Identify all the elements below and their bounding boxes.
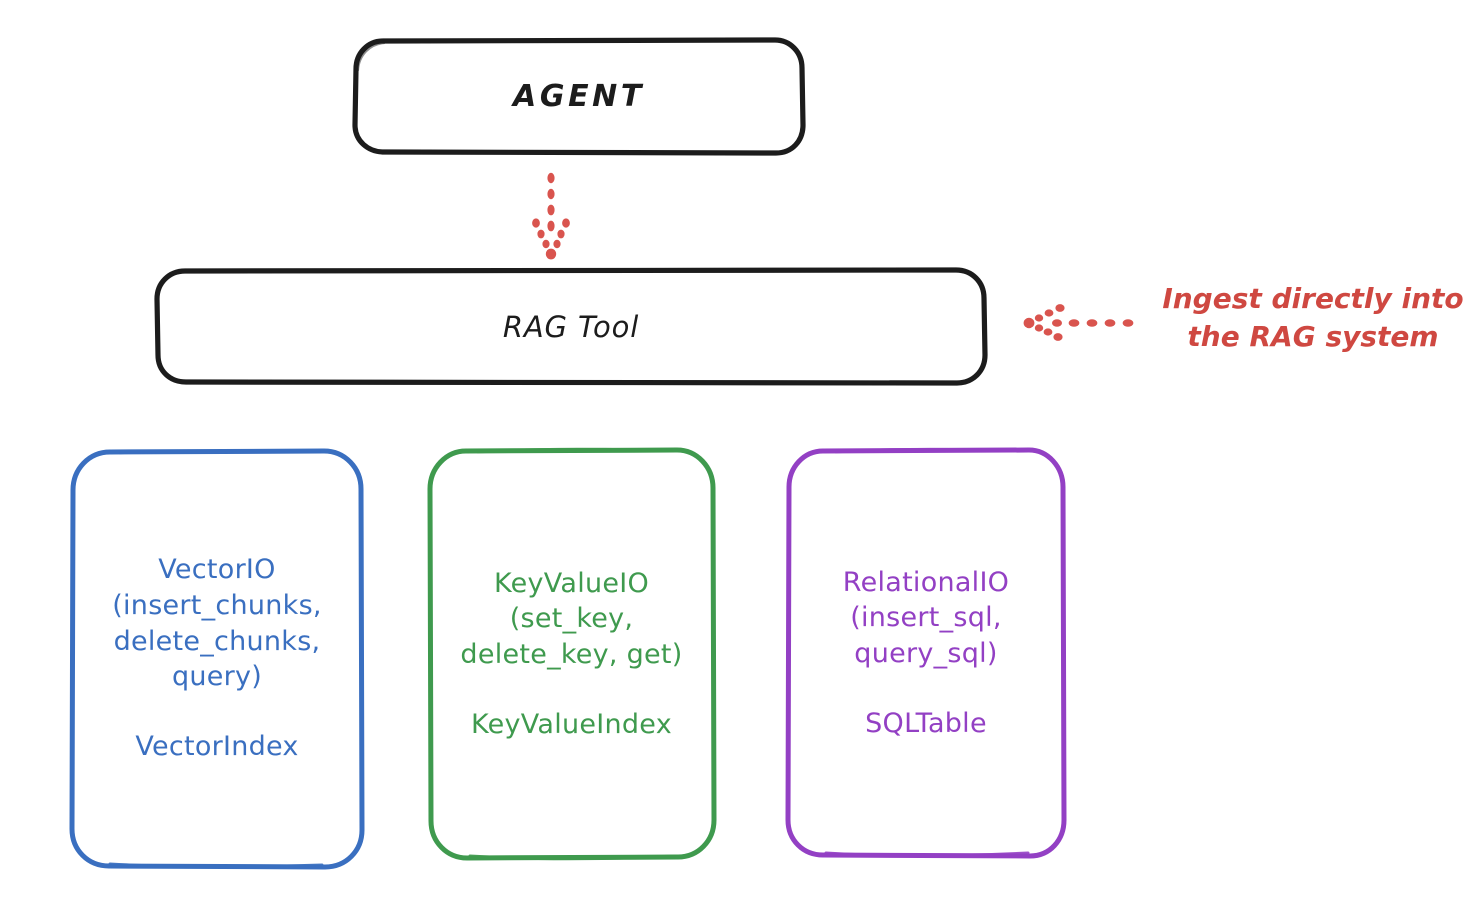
node-key-value-io-api: KeyValueIO (set_key, delete_key, get): [460, 567, 683, 670]
key-value-io-box-outline: [427, 447, 717, 861]
annotation-ingest-directly: Ingest directly into the RAG system: [1162, 282, 1464, 353]
node-relational-io-entity: SQLTable: [865, 707, 987, 739]
node-vector-io[interactable]: VectorIO (insert_chunks, delete_chunks, …: [72, 450, 362, 867]
node-rag-tool-label: RAG Tool: [502, 309, 640, 344]
node-relational-io[interactable]: RelationalIO (insert_sql, query_sql) SQL…: [788, 450, 1064, 856]
node-key-value-io[interactable]: KeyValueIO (set_key, delete_key, get) Ke…: [429, 450, 714, 858]
node-agent[interactable]: AGENT: [355, 40, 803, 153]
agent-box-outline: [352, 37, 806, 156]
node-vector-io-api: VectorIO (insert_chunks, delete_chunks, …: [112, 554, 322, 693]
node-vector-io-entity: VectorIndex: [135, 730, 299, 762]
connector-agent-to-rag-tool: [532, 172, 570, 260]
node-rag-tool[interactable]: RAG Tool: [157, 270, 985, 383]
node-relational-io-api: RelationalIO (insert_sql, query_sql): [842, 566, 1010, 669]
vector-io-box-outline: [69, 448, 365, 870]
node-agent-label: AGENT: [513, 79, 645, 114]
rag-tool-box-outline: [154, 267, 988, 386]
node-key-value-io-entity: KeyValueIndex: [471, 708, 672, 740]
connector-ingest-arrow: [1023, 304, 1134, 341]
relational-io-box-outline: [785, 447, 1067, 859]
